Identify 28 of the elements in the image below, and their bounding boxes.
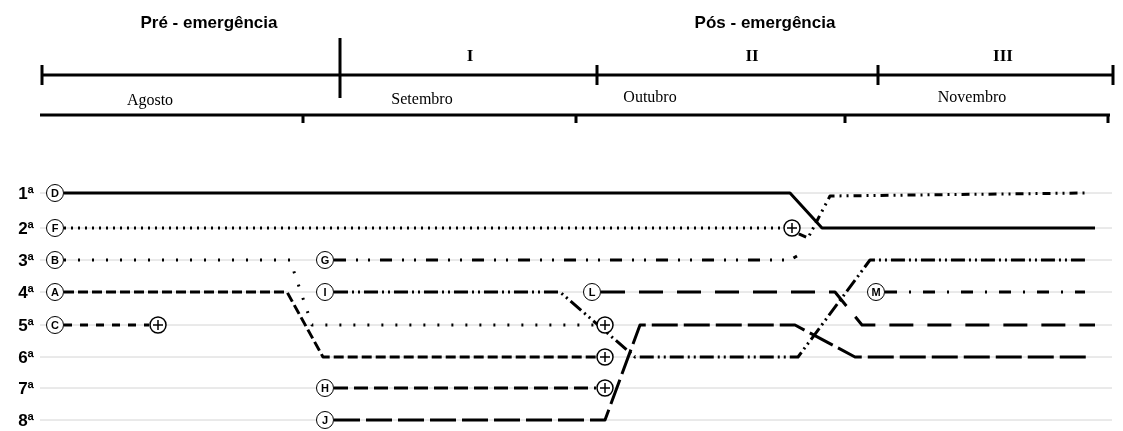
lineage-line [334, 386, 596, 390]
month-label: Novembro [937, 89, 1007, 105]
month-label: Outubro [623, 89, 677, 105]
period-label: II [745, 46, 759, 64]
phase-heading: Pós - emergência [694, 13, 836, 31]
lineage-line [64, 258, 596, 327]
row-label: 6ª [18, 348, 34, 366]
row-label: 5ª [18, 316, 34, 334]
row-label: 3ª [18, 251, 34, 269]
period-label: III [993, 46, 1013, 64]
row-label: 4ª [18, 283, 34, 301]
lineage-line [334, 258, 1085, 359]
lineage-line [885, 290, 1085, 294]
row-label: 8ª [18, 411, 34, 429]
lineage-line [64, 290, 596, 359]
lineage-line [64, 191, 1095, 230]
lineage-line [601, 290, 1095, 327]
lineage-line [334, 254, 798, 262]
lineage-line [64, 226, 783, 230]
row-label: 2ª [18, 219, 34, 237]
phase-heading: Pré - emergência [140, 13, 278, 31]
lineage-line [798, 191, 1085, 240]
month-label: Agosto [126, 92, 174, 108]
period-label: I [466, 46, 474, 64]
lineage-line [64, 323, 149, 327]
row-label: 7ª [18, 379, 34, 397]
row-label: 1ª [18, 184, 34, 202]
month-label: Setembro [391, 91, 453, 107]
